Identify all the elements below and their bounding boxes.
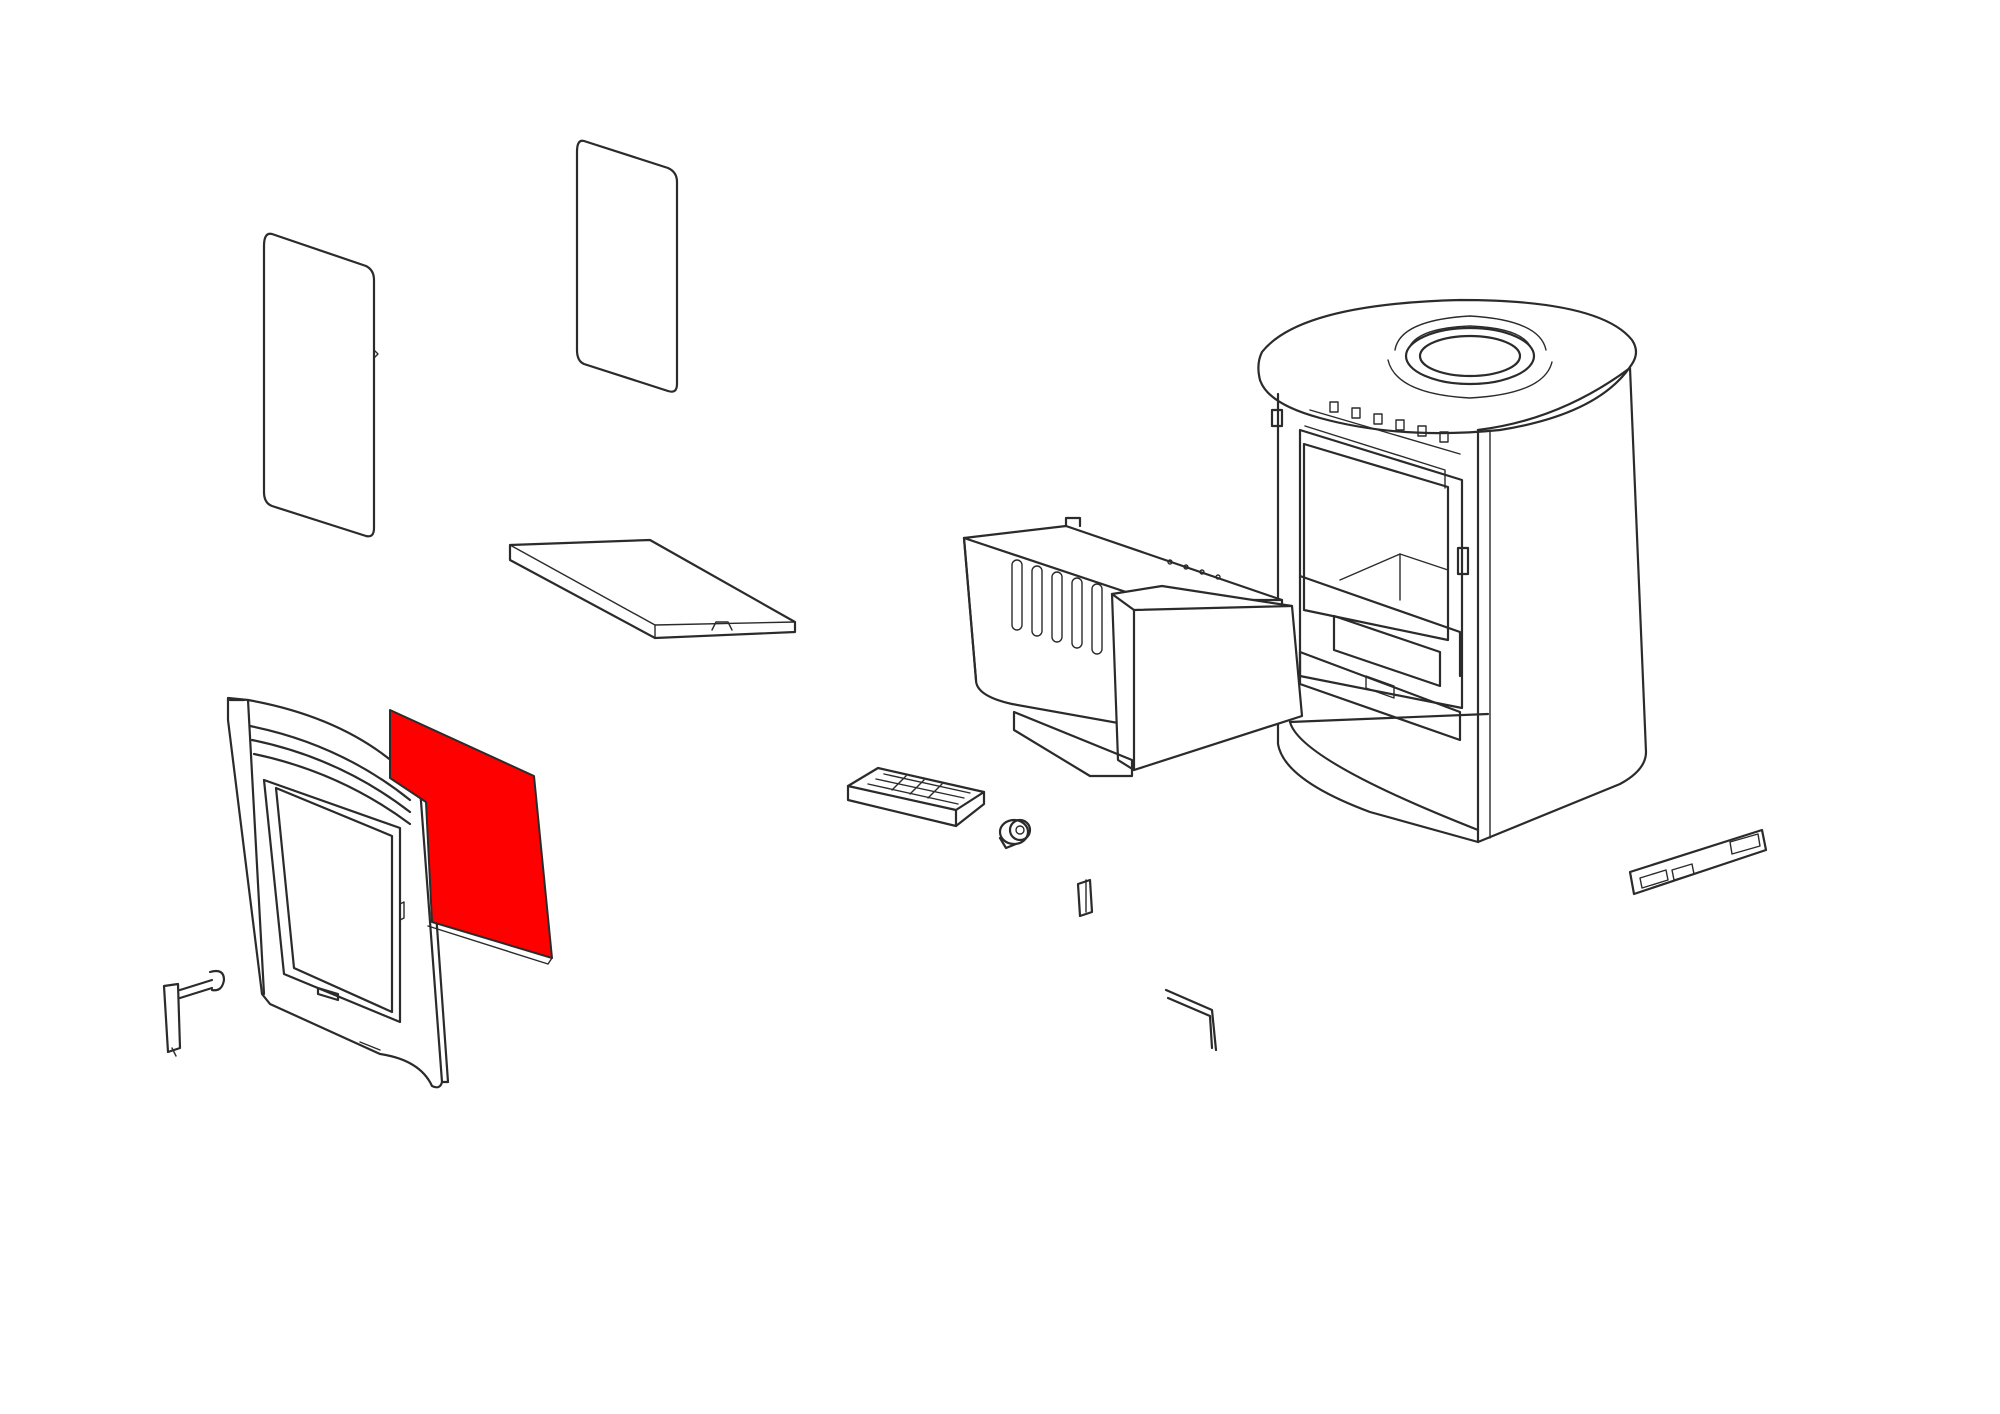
tool-rod xyxy=(1164,988,1218,1052)
door-glass-panel xyxy=(389,709,553,965)
side-panel-right xyxy=(575,139,679,393)
stove-body xyxy=(1257,298,1648,844)
clip xyxy=(1076,878,1094,918)
liner-slots xyxy=(1011,559,1103,655)
door-frame xyxy=(226,696,450,1089)
firebox-liner xyxy=(962,516,1304,778)
door-handle xyxy=(162,969,226,1057)
side-panel-left xyxy=(262,232,379,538)
air-slider-bar xyxy=(1628,828,1768,896)
control-knobs-row xyxy=(1309,401,1461,455)
top-baffle-plate xyxy=(508,538,797,640)
knob xyxy=(998,818,1032,850)
ash-grate xyxy=(846,766,986,828)
